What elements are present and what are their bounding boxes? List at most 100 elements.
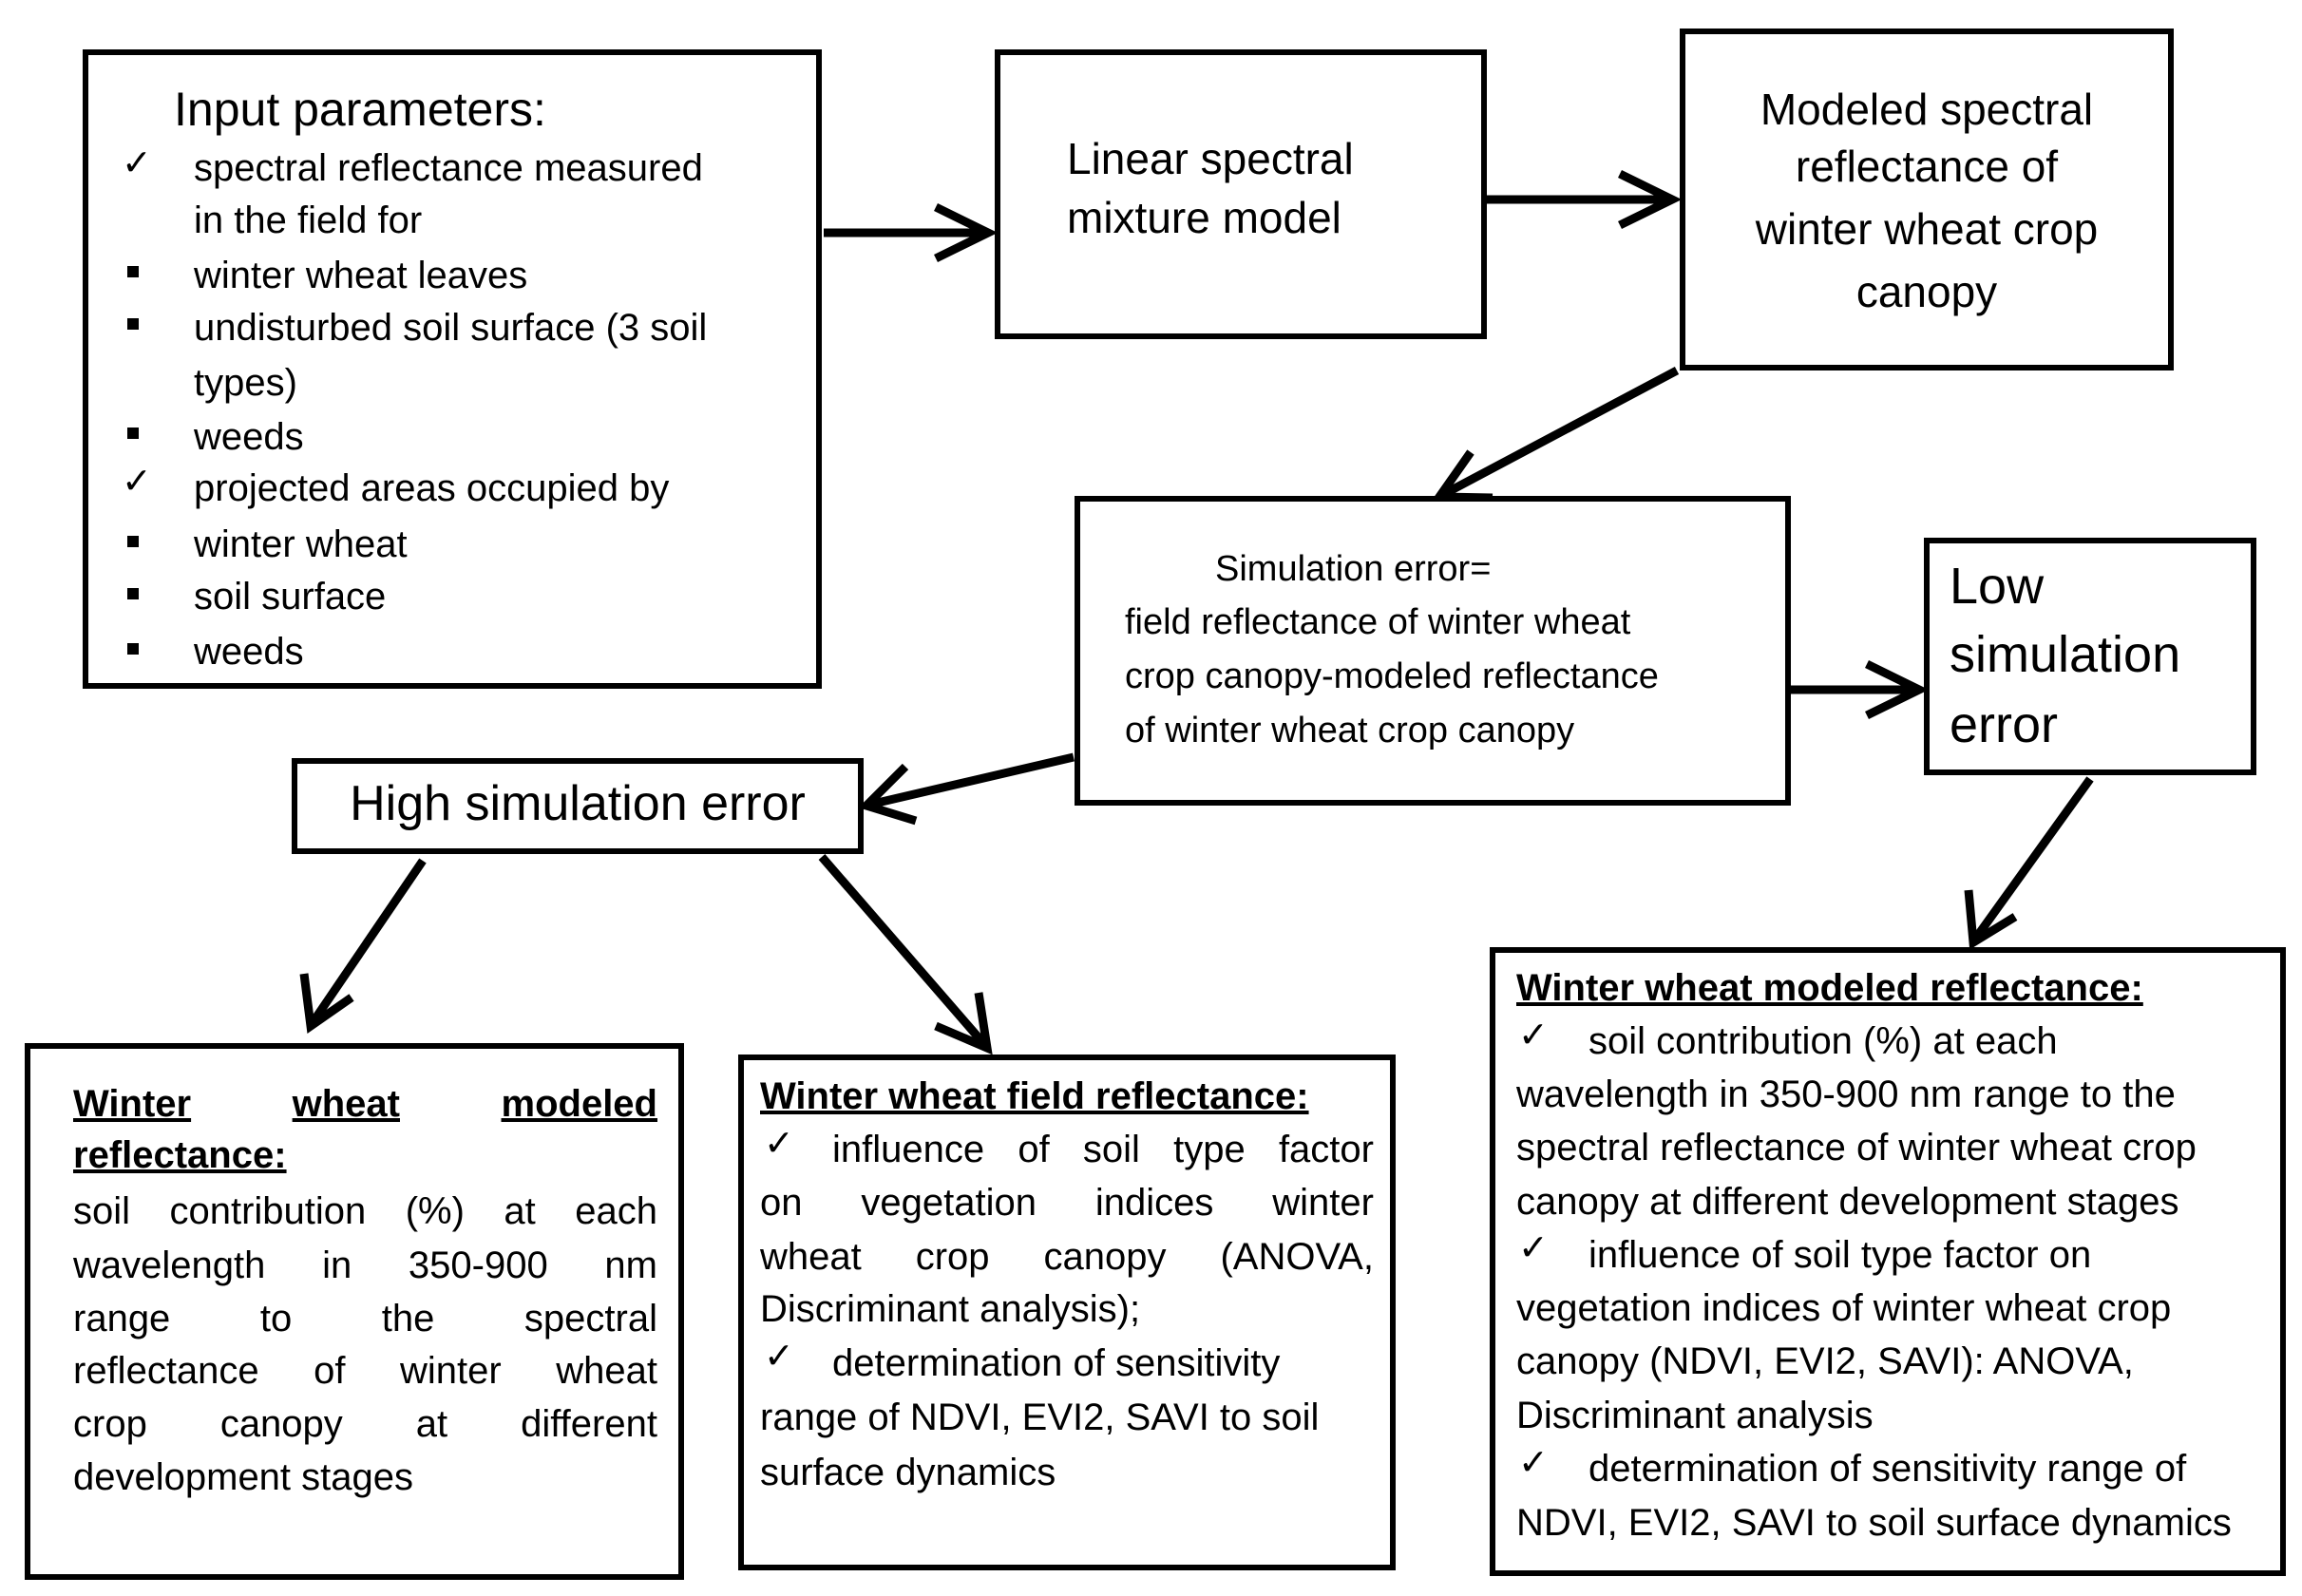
input-line-1: spectral reflectance measured xyxy=(194,147,703,189)
mid-row-3: wheat crop canopy (ANOVA, xyxy=(760,1238,1374,1276)
middle-result-box xyxy=(738,1054,1396,1570)
word: at xyxy=(504,1190,536,1232)
input-item-5: soil surface xyxy=(194,576,387,618)
arrowhead-input-to-linear xyxy=(934,202,999,263)
square-bullet-icon xyxy=(127,536,139,547)
left-title-row-1: Winter wheat modeled xyxy=(73,1085,657,1123)
word: contribution xyxy=(169,1190,367,1232)
left-row-6: development stages xyxy=(73,1456,414,1498)
left-row-4: reflectance of winter wheat xyxy=(73,1352,657,1390)
word: in xyxy=(322,1244,352,1286)
word: canopy xyxy=(219,1403,343,1445)
word: soil xyxy=(1082,1129,1140,1170)
word: type xyxy=(1173,1129,1246,1170)
word: influence xyxy=(832,1129,985,1170)
left-result-box xyxy=(25,1043,684,1580)
arrow-simerr-to-high xyxy=(867,752,1075,809)
right-row-2: wavelength in 350-900 nm range to the xyxy=(1516,1074,2176,1115)
simerr-line-3: crop canopy-modeled reflectance xyxy=(1125,656,1659,696)
left-title-row-2: reflectance: xyxy=(73,1134,287,1176)
word: winter xyxy=(400,1350,502,1392)
low-line-2: simulation xyxy=(1950,626,2181,683)
input-item-2a: undisturbed soil surface (3 soil xyxy=(194,307,708,349)
word: different xyxy=(521,1403,657,1445)
word: wheat xyxy=(760,1236,862,1278)
right-row-1: soil contribution (%) at each xyxy=(1589,1020,2058,1062)
arrow-modeled-to-simerr xyxy=(1441,367,1680,498)
check-icon: ✓ xyxy=(122,142,152,183)
check-icon: ✓ xyxy=(1518,1226,1549,1268)
square-bullet-icon xyxy=(127,588,139,599)
left-title-word: Winter xyxy=(73,1083,192,1125)
word: of xyxy=(314,1350,346,1392)
linear-line-1: Linear spectral xyxy=(1067,134,1354,183)
modeled-line-1: Modeled spectral xyxy=(1760,85,2094,134)
word: crop xyxy=(73,1403,147,1445)
word: at xyxy=(415,1403,448,1445)
arrowhead-simerr-to-high xyxy=(858,763,918,826)
high-simulation-error-box xyxy=(292,758,864,854)
word: nm xyxy=(604,1244,657,1286)
linear-model-box xyxy=(995,49,1487,339)
arrow-high-to-mid xyxy=(818,854,987,1046)
input-line-3: projected areas occupied by xyxy=(194,467,670,509)
input-title: Input parameters: xyxy=(174,83,546,136)
word: winter xyxy=(1272,1182,1374,1224)
word: indices xyxy=(1094,1182,1214,1224)
modeled-line-4: canopy xyxy=(1855,267,1998,316)
right-row-4: canopy at different development stages xyxy=(1516,1181,2179,1223)
low-line-1: Low xyxy=(1950,558,2045,615)
mid-row-5: determination of sensitivity xyxy=(832,1342,1281,1384)
left-title-word: modeled xyxy=(501,1083,657,1125)
low-line-3: error xyxy=(1950,696,2059,753)
input-item-2b: types) xyxy=(194,362,297,404)
square-bullet-icon xyxy=(127,266,139,277)
arrowhead-high-to-left xyxy=(299,973,354,1034)
input-parameters-box xyxy=(83,49,822,689)
arrowhead-simerr-to-low xyxy=(1865,659,1930,720)
right-row-7: canopy (NDVI, EVI2, SAVI): ANOVA, xyxy=(1516,1340,2134,1382)
check-icon: ✓ xyxy=(764,1122,794,1164)
right-row-10: NDVI, EVI2, SAVI to soil surface dynamic… xyxy=(1516,1502,2232,1544)
check-icon: ✓ xyxy=(122,460,152,502)
input-item-1: winter wheat leaves xyxy=(194,255,528,296)
right-row-9: determination of sensitivity range of xyxy=(1589,1448,2187,1490)
check-icon: ✓ xyxy=(1518,1441,1549,1483)
word: reflectance xyxy=(73,1350,259,1392)
word: (ANOVA, xyxy=(1220,1236,1374,1278)
right-result-box xyxy=(1490,947,2286,1576)
left-row-3: range to the spectral xyxy=(73,1300,657,1338)
word: of xyxy=(1018,1129,1050,1170)
mid-row-6: range of NDVI, EVI2, SAVI to soil xyxy=(760,1396,1320,1438)
square-bullet-icon xyxy=(127,318,139,330)
right-row-3: spectral reflectance of winter wheat cro… xyxy=(1516,1127,2197,1168)
check-icon: ✓ xyxy=(1518,1014,1549,1055)
word: 350-900 xyxy=(408,1244,548,1286)
word: to xyxy=(259,1298,293,1340)
simulation-error-box xyxy=(1075,496,1791,806)
right-row-6: vegetation indices of winter wheat crop xyxy=(1516,1287,2172,1329)
arrowhead-high-to-mid xyxy=(934,992,993,1055)
input-item-3: weeds xyxy=(194,416,304,458)
square-bullet-icon xyxy=(127,643,139,655)
low-simulation-error-box xyxy=(1924,538,2256,775)
input-item-6: weeds xyxy=(194,631,304,673)
word: wavelength xyxy=(73,1244,266,1286)
left-row-5: crop canopy at different xyxy=(73,1405,657,1443)
input-line-2: in the field for xyxy=(194,200,423,241)
word: (%) xyxy=(405,1190,465,1232)
word: crop xyxy=(915,1236,990,1278)
word: factor xyxy=(1278,1129,1374,1170)
simerr-line-1: Simulation error= xyxy=(1215,549,1492,589)
mid-title: Winter wheat field reflectance: xyxy=(760,1075,1309,1117)
word: wheat xyxy=(556,1350,657,1392)
arrowhead-linear-to-modeled xyxy=(1618,169,1683,230)
arrow-high-to-left xyxy=(310,858,427,1024)
mid-row-2: on vegetation indices winter xyxy=(760,1184,1374,1222)
simerr-line-4: of winter wheat crop canopy xyxy=(1125,711,1575,750)
arrow-low-to-right xyxy=(1972,776,2094,940)
square-bullet-icon xyxy=(127,428,139,439)
word: each xyxy=(575,1190,657,1232)
high-label: High simulation error xyxy=(350,776,806,831)
mid-row-1: influence of soil type factor xyxy=(832,1130,1374,1168)
